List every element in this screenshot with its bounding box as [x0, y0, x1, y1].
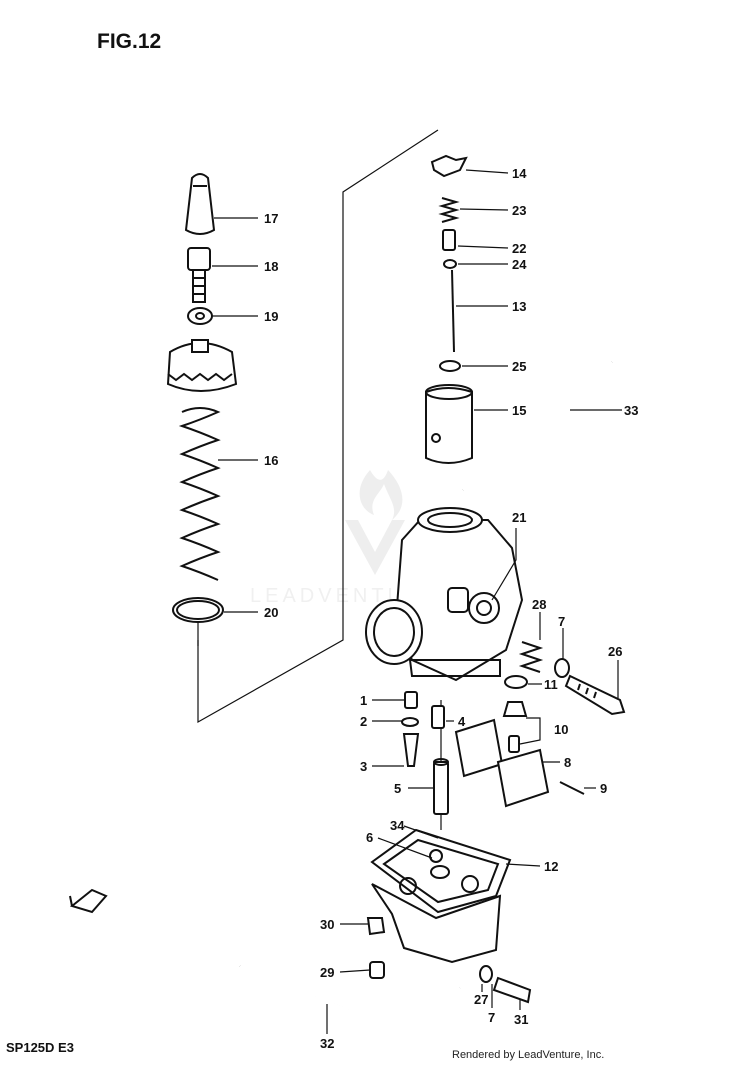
leader-lines [212, 169, 622, 1034]
washer-11 [504, 675, 528, 689]
callout-5: 5 [394, 781, 401, 796]
direction-arrow-icon [69, 888, 108, 914]
callout-16: 16 [264, 453, 278, 468]
floats-8 [454, 718, 550, 808]
needle-jet-5 [433, 758, 449, 815]
callout-20b: 20 [264, 605, 278, 620]
model-code: SP125D E3 [6, 1040, 74, 1055]
callout-30: 30 [320, 917, 334, 932]
top-cap-16 [166, 339, 238, 392]
drain-hose-32 [239, 964, 462, 1046]
adjuster-bolt-18 [187, 247, 211, 303]
callout-23: 23 [512, 203, 526, 218]
air-screw-26 [564, 674, 626, 716]
render-credit: Rendered by LeadVenture, Inc. [452, 1049, 604, 1061]
carburetor-body-21 [365, 507, 524, 682]
washer-25 [439, 360, 461, 372]
spring-28 [518, 641, 544, 673]
cap-boot-17 [184, 173, 216, 235]
callout-19: 19 [264, 309, 278, 324]
needle-holder-22 [442, 229, 456, 251]
callout-4: 4 [458, 714, 466, 729]
o-ring-20 [172, 597, 224, 623]
callout-27: 27 [474, 992, 488, 1007]
callout-3: 3 [360, 759, 367, 774]
callout-32: 32 [320, 1036, 334, 1051]
figure-title: FIG.12 [97, 30, 161, 53]
callout-7-upper: 7 [558, 614, 565, 629]
callout-17: 17 [264, 211, 278, 226]
callout-15: 15 [512, 403, 526, 418]
callout-9b: 9 [600, 781, 607, 796]
jets-10 [502, 701, 528, 753]
vent-hose-33 [461, 360, 614, 492]
callout-12: 12 [544, 859, 558, 874]
callout-1: 1 [360, 693, 367, 708]
callout-26: 26 [608, 644, 622, 659]
callout-28: 28 [532, 597, 546, 612]
pilot-jet-3 [402, 733, 420, 767]
callout-29: 29 [320, 965, 334, 980]
callout-10: 10 [554, 722, 568, 737]
callout-25: 25 [512, 359, 526, 374]
washer-7 [554, 658, 570, 678]
callout-7-lower-b: 7 [488, 1010, 495, 1025]
callout-14: 14 [512, 166, 527, 181]
callout-18: 18 [264, 259, 278, 274]
callout-8: 8 [564, 755, 571, 770]
throttle-spring-16 [178, 407, 221, 581]
jet-needle-13 [451, 269, 455, 353]
float-pin-9 [559, 781, 585, 795]
needle-valve-1 [404, 691, 418, 709]
callout-21: 21 [512, 510, 526, 525]
screw-30 [366, 917, 386, 936]
plate-14 [430, 154, 468, 178]
main-jet-4 [431, 705, 445, 729]
callout-34: 34 [390, 818, 405, 833]
callout-11: 11 [544, 677, 558, 692]
clip-24 [443, 259, 457, 269]
washer-27 [479, 965, 493, 983]
callout-24: 24 [512, 257, 527, 272]
callout-13: 13 [512, 299, 526, 314]
screw-29 [369, 961, 385, 979]
callout-31: 31 [514, 1012, 528, 1027]
callout-33: 33 [624, 403, 638, 418]
callout-labels: 14 23 22 24 13 25 15 33 17 18 19 16 21 2… [264, 166, 638, 1051]
callout-6: 6 [366, 830, 373, 845]
float-chamber [371, 849, 502, 964]
o-ring-2 [401, 717, 419, 727]
callout-2: 2 [360, 714, 367, 729]
drain-screw-31 [492, 976, 532, 1004]
lock-nut-19 [187, 307, 213, 325]
callout-22: 22 [512, 241, 526, 256]
float-chamber-gasket-12 [370, 828, 512, 914]
throttle-valve-15 [425, 384, 473, 464]
spring-23 [438, 197, 460, 223]
